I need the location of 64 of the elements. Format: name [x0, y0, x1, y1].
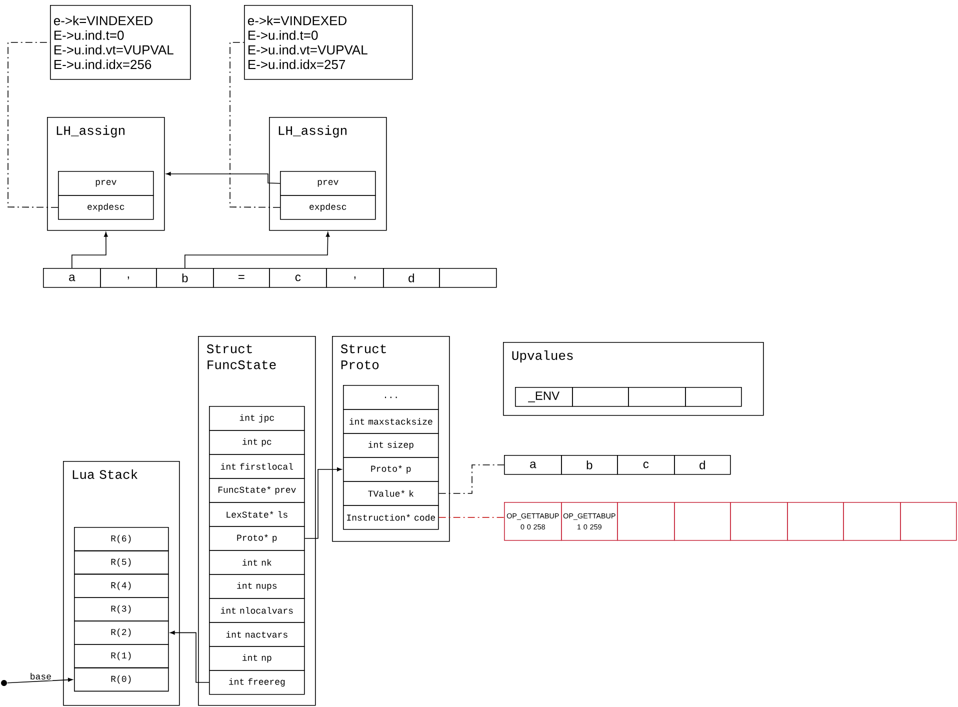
instruction-cell: [843, 502, 901, 541]
field-cell: expdesc: [280, 195, 376, 220]
field-cell: int nups: [209, 574, 305, 599]
array-cell: d: [383, 268, 440, 288]
array-cell: a: [504, 455, 562, 475]
instruction-cell: [674, 502, 731, 541]
field-cell: int freereg: [209, 670, 305, 695]
connector: [438, 464, 504, 494]
field-cell: int maxstacksize: [343, 409, 439, 434]
connector: [438, 517, 504, 518]
instruction-cell: [787, 502, 844, 541]
array-cell: b: [561, 455, 618, 475]
connector: [184, 232, 330, 268]
connector: [72, 232, 108, 268]
field-cell: int firstlocal: [209, 454, 305, 479]
note-box: e->k=VINDEXED E->u.ind.t=0 E->u.ind.vt=VUPVAL E->u.ind.idx=256: [50, 5, 191, 80]
array-cell: ,: [326, 268, 384, 288]
field-cell: int sizep: [343, 433, 439, 458]
array-cell: _ENV: [515, 387, 573, 407]
array-cell: ,: [100, 268, 157, 288]
connector: [7, 678, 73, 684]
field-cell: Instruction* code: [343, 505, 439, 530]
connector: [170, 630, 210, 683]
array-cell: c: [617, 455, 675, 475]
array-cell: a: [43, 268, 101, 288]
field-cell: R(2): [74, 620, 169, 645]
field-cell: int np: [209, 646, 305, 671]
connector: [8, 42, 58, 208]
array-cell: c: [269, 268, 327, 288]
connector: [304, 467, 342, 539]
array-cell: d: [674, 455, 731, 475]
field-cell: int nk: [209, 550, 305, 575]
array-cell: b: [156, 268, 214, 288]
field-cell: ...: [343, 385, 439, 410]
array-cell: [439, 268, 497, 288]
field-cell: int jpc: [209, 406, 305, 431]
field-cell: Proto* p: [209, 526, 305, 551]
field-cell: R(3): [74, 597, 169, 622]
edge-label: base: [28, 672, 52, 681]
array-cell: [572, 387, 629, 407]
field-cell: FuncState* prev: [209, 478, 305, 503]
instruction-cell: [900, 502, 957, 541]
field-cell: R(5): [74, 550, 169, 575]
field-cell: R(6): [74, 527, 169, 552]
field-cell: int nactvars: [209, 622, 305, 647]
field-cell: prev: [280, 171, 376, 196]
instruction-cell: [617, 502, 675, 541]
field-cell: Proto* p: [343, 457, 439, 482]
connector: [230, 42, 280, 208]
instruction-cell: [730, 502, 788, 541]
field-cell: int pc: [209, 430, 305, 455]
field-cell: expdesc: [58, 195, 154, 220]
array-cell: =: [213, 268, 270, 288]
field-cell: TValue* k: [343, 481, 439, 506]
field-cell: R(1): [74, 644, 169, 668]
array-cell: [685, 387, 742, 407]
array-cell: [628, 387, 686, 407]
field-cell: prev: [58, 171, 154, 196]
field-cell: int nlocalvars: [209, 598, 305, 623]
field-cell: R(4): [74, 574, 169, 598]
field-cell: LexState* ls: [209, 502, 305, 527]
connector: [166, 172, 280, 184]
field-cell: R(0): [74, 667, 169, 692]
note-box: e->k=VINDEXED E->u.ind.t=0 E->u.ind.vt=VUPVAL E->u.ind.idx=257: [244, 5, 413, 80]
